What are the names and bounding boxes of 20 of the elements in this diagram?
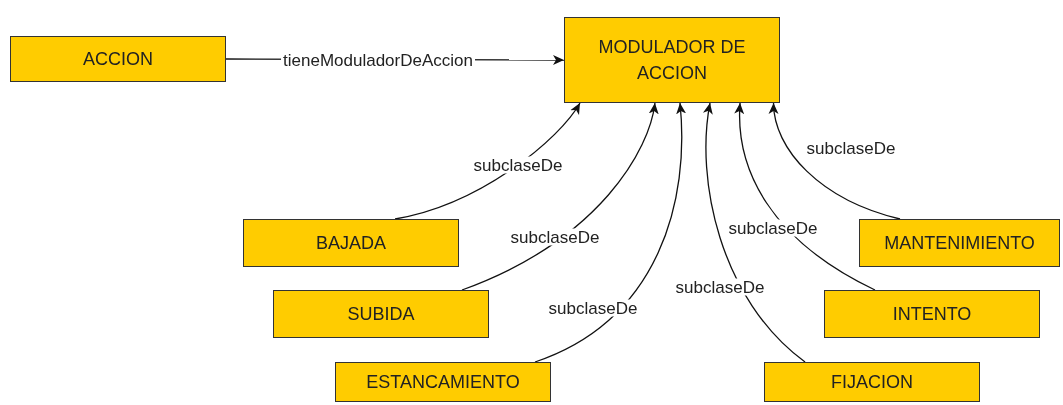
- arrow: [534, 102, 686, 363]
- class-box: INTENTO: [824, 290, 1040, 338]
- edge-label: subclaseDe: [673, 278, 767, 296]
- class-box: SUBIDA: [273, 290, 489, 338]
- class-box: ESTANCAMIENTO: [335, 362, 551, 402]
- edge-label: tieneModuladorDeAccion: [281, 51, 475, 69]
- arrow: [461, 102, 658, 291]
- arrow: [734, 102, 876, 291]
- class-box: BAJADA: [243, 219, 459, 267]
- arrow: [703, 102, 806, 363]
- edge-label: subclaseDe: [726, 219, 820, 237]
- class-box: FIJACION: [764, 362, 980, 402]
- edge-label: subclaseDe: [546, 299, 640, 317]
- edge-label: subclaseDe: [508, 228, 602, 246]
- edge-label: subclaseDe: [471, 156, 565, 174]
- class-box: MANTENIMIENTO: [859, 219, 1060, 267]
- arrow: [769, 102, 901, 220]
- edge-label: subclaseDe: [804, 139, 898, 157]
- class-box: MODULADOR DE ACCION: [564, 17, 780, 103]
- class-box: ACCION: [10, 36, 226, 82]
